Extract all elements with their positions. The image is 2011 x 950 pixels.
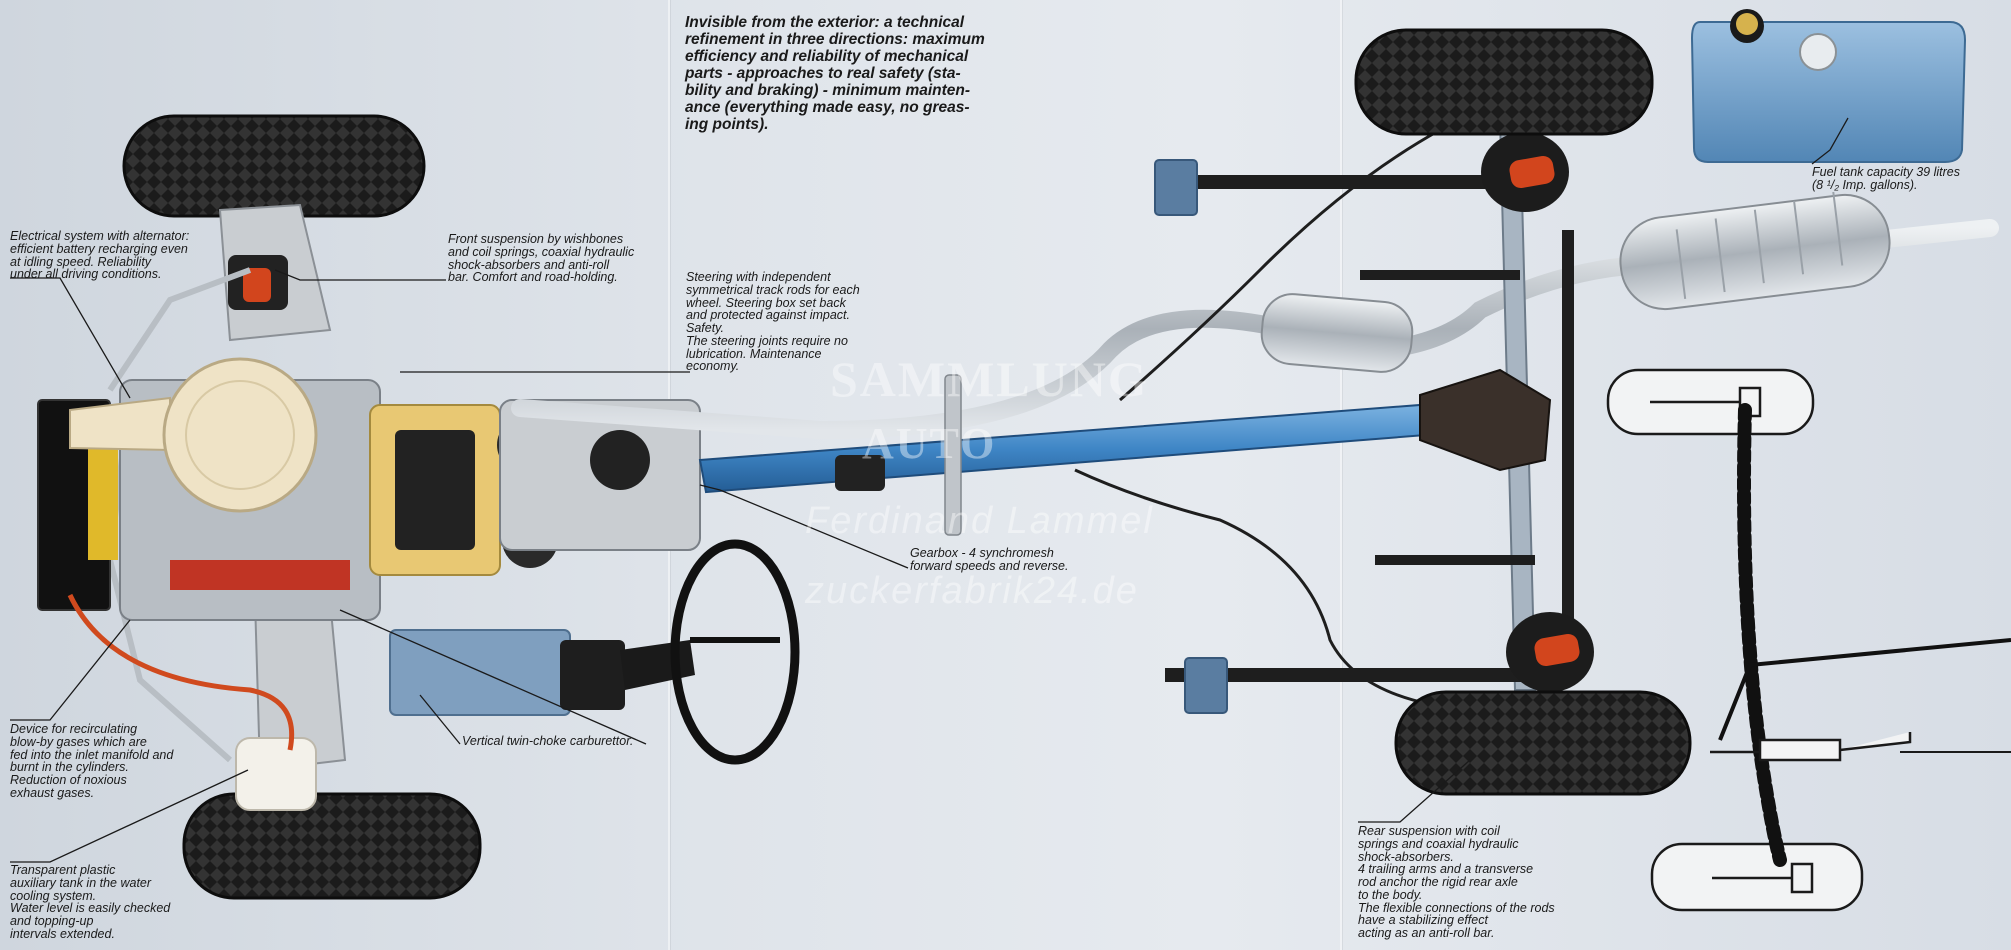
page-fold-right	[1340, 0, 1342, 950]
fuel-tank	[1690, 9, 1967, 163]
rear-bottom-wheel	[1394, 690, 1692, 796]
watermark-line4: zuckerfabrik24.de	[805, 570, 1139, 612]
caption-front-suspension: Front suspension by wishbones and coil s…	[448, 232, 635, 285]
front-right-wheel	[182, 792, 482, 900]
watermark-line3: Ferdinand Lammel	[805, 500, 1154, 542]
caption-blowby-device: Device for recirculating blow-by gases w…	[10, 722, 174, 800]
caption-electrical-system: Electrical system with alternator: effic…	[10, 229, 190, 282]
rear-top-wheel	[1354, 28, 1654, 136]
brake-circuit-diagram	[1606, 368, 2011, 912]
headline-text: Invisible from the exterior: a technical…	[685, 14, 985, 134]
caption-gearbox: Gearbox - 4 synchromesh forward speeds a…	[910, 546, 1069, 573]
watermark-line2: AUTO	[862, 419, 997, 468]
watermark-line1: SAMMLUNG	[830, 351, 1149, 407]
caption-rear-suspension: Rear suspension with coil springs and co…	[1358, 824, 1555, 940]
caption-fuel-tank: Fuel tank capacity 39 litres (8 ¹/₂ Imp.…	[1812, 165, 1960, 192]
callout-lines	[10, 117, 1849, 863]
front-left-wheel	[122, 114, 426, 218]
caption-steering: Steering with independent symmetrical tr…	[686, 270, 860, 374]
caption-auxiliary-tank: Transparent plastic auxiliary tank in th…	[10, 863, 171, 941]
caption-carburettor: Vertical twin-choke carburettor.	[462, 734, 634, 748]
